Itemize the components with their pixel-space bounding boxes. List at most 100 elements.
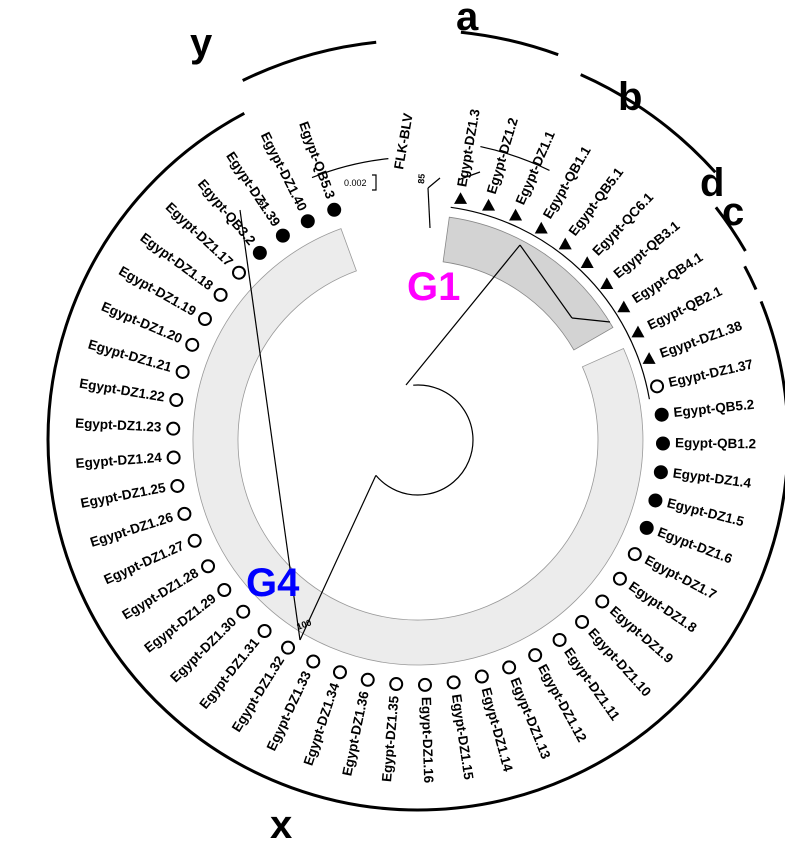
triangle-marker — [631, 325, 645, 338]
open-circle-marker — [166, 450, 181, 465]
triangle-marker — [534, 221, 548, 234]
open-circle-marker — [552, 632, 567, 647]
leaf-label: Egypt-DZ1.24 — [75, 450, 163, 471]
triangle-marker — [558, 237, 572, 250]
leaf-label: Egypt-DZ1.4 — [672, 465, 753, 490]
leaf-egypt-dz1-4: Egypt-DZ1.4 — [653, 465, 753, 491]
g1-clade-arc — [450, 206, 650, 400]
group-label-g1: G1 — [407, 265, 460, 309]
filled-circle-marker — [655, 436, 670, 451]
clade-arc-y — [242, 40, 377, 82]
leaf-label: Egypt-QB1.2 — [675, 435, 756, 451]
leaf-label: Egypt-DZ1.6 — [656, 524, 735, 566]
triangle-marker — [580, 256, 594, 268]
open-circle-marker — [197, 312, 212, 327]
open-circle-marker — [360, 672, 375, 687]
clade-label-y: y — [190, 21, 213, 65]
triangle-marker — [482, 198, 496, 211]
open-circle-marker — [502, 660, 517, 675]
open-circle-marker — [166, 421, 181, 436]
open-circle-marker — [257, 624, 272, 639]
open-circle-marker — [213, 287, 228, 302]
a-subclade-arc — [480, 146, 550, 171]
open-circle-marker — [185, 337, 200, 352]
clade-arc-x — [46, 111, 785, 812]
leaf-label: Egypt-DZ1.37 — [667, 357, 754, 391]
leaf-egypt-dz1-16: Egypt-DZ1.16 — [417, 677, 436, 784]
leaf-label: Egypt-DZ1.23 — [75, 416, 162, 435]
branch-g1-inner — [519, 244, 573, 319]
open-circle-marker — [201, 559, 216, 574]
leaf-label: Egypt-DZ1.3 — [454, 107, 483, 188]
open-circle-marker — [236, 604, 251, 619]
leaf-egypt-dz1-22: Egypt-DZ1.22 — [78, 376, 184, 408]
leaf-label: Egypt-DZ1.38 — [658, 318, 745, 361]
leaf-label: Egypt-DZ1.21 — [86, 337, 174, 375]
triangle-marker — [642, 352, 656, 364]
leaf-label: Egypt-DZ1.5 — [665, 495, 746, 529]
scale-bar-label: 0.002 — [344, 178, 367, 188]
bootstrap-85: 85 — [416, 173, 427, 184]
branch-outgroup — [427, 187, 431, 229]
filled-circle-marker — [648, 493, 663, 508]
open-circle-marker — [175, 364, 190, 379]
leaf-label: Egypt-QB5.3 — [296, 119, 338, 201]
leaf-egypt-dz1-5: Egypt-DZ1.5 — [648, 493, 746, 529]
triangle-marker — [600, 277, 614, 290]
clade-arc-d — [714, 206, 747, 252]
triangle-marker — [454, 192, 468, 204]
open-circle-marker — [170, 478, 185, 493]
open-circle-marker — [169, 393, 184, 408]
clade-arcs — [46, 30, 785, 812]
open-circle-marker — [528, 648, 543, 663]
leaf-label: Egypt-DZ1.25 — [79, 480, 167, 511]
leaf-egypt-dz1-24: Egypt-DZ1.24 — [75, 450, 181, 471]
leaf-egypt-dz1-36: Egypt-DZ1.36 — [339, 672, 375, 777]
open-circle-marker — [332, 665, 347, 680]
filled-circle-marker — [639, 520, 654, 535]
tree-branches — [239, 146, 650, 641]
open-circle-marker — [417, 677, 432, 692]
clade-label-c: c — [722, 190, 744, 234]
open-circle-marker — [474, 669, 489, 684]
group-band-g1 — [442, 216, 614, 351]
open-circle-marker — [446, 675, 461, 690]
clade-label-d: d — [700, 161, 724, 205]
branch-outgroup-top — [427, 177, 441, 189]
leaf-label: Egypt-QB5.2 — [673, 397, 755, 420]
leaf-label: Egypt-DZ1.22 — [78, 376, 166, 405]
open-circle-marker — [217, 583, 232, 598]
root-arc — [375, 384, 474, 496]
open-circle-marker — [627, 547, 642, 562]
bootstrap-61: 61 — [257, 197, 271, 211]
y-subclade-arc — [311, 158, 389, 179]
open-circle-marker — [177, 506, 192, 521]
leaf-egypt-dz1-3: Egypt-DZ1.3 — [454, 107, 483, 204]
filled-circle-marker — [252, 245, 267, 260]
leaf-egypt-qb1-2: Egypt-QB1.2 — [655, 435, 756, 451]
clade-label-x: x — [270, 803, 292, 847]
clade-label-b: b — [618, 75, 642, 119]
group-label-g4: G4 — [246, 561, 300, 605]
leaf-label: Egypt-DZ1.26 — [88, 509, 175, 550]
open-circle-marker — [575, 614, 590, 629]
filled-circle-marker — [327, 202, 342, 217]
open-circle-marker — [595, 594, 610, 609]
leaf-egypt-dz1-15: Egypt-DZ1.15 — [446, 675, 476, 781]
triangle-marker — [617, 300, 631, 313]
branch-c — [571, 317, 611, 323]
branch-to-g1 — [405, 244, 521, 386]
outgroup-label: FLK-BLV — [391, 112, 416, 170]
open-circle-marker — [281, 640, 296, 655]
open-circle-marker — [306, 654, 321, 669]
branch-to-g4 — [299, 475, 377, 641]
filled-circle-marker — [275, 228, 290, 243]
leaf-label: Egypt-DZ1.34 — [301, 680, 343, 767]
leaf-label: Egypt-DZ1.36 — [339, 689, 371, 777]
leaf-label: Egypt-DZ1.14 — [479, 686, 516, 774]
open-circle-marker — [650, 379, 665, 394]
clade-arc-a — [460, 30, 559, 57]
leaf-egypt-dz1-25: Egypt-DZ1.25 — [79, 478, 185, 511]
open-circle-marker — [231, 265, 246, 280]
